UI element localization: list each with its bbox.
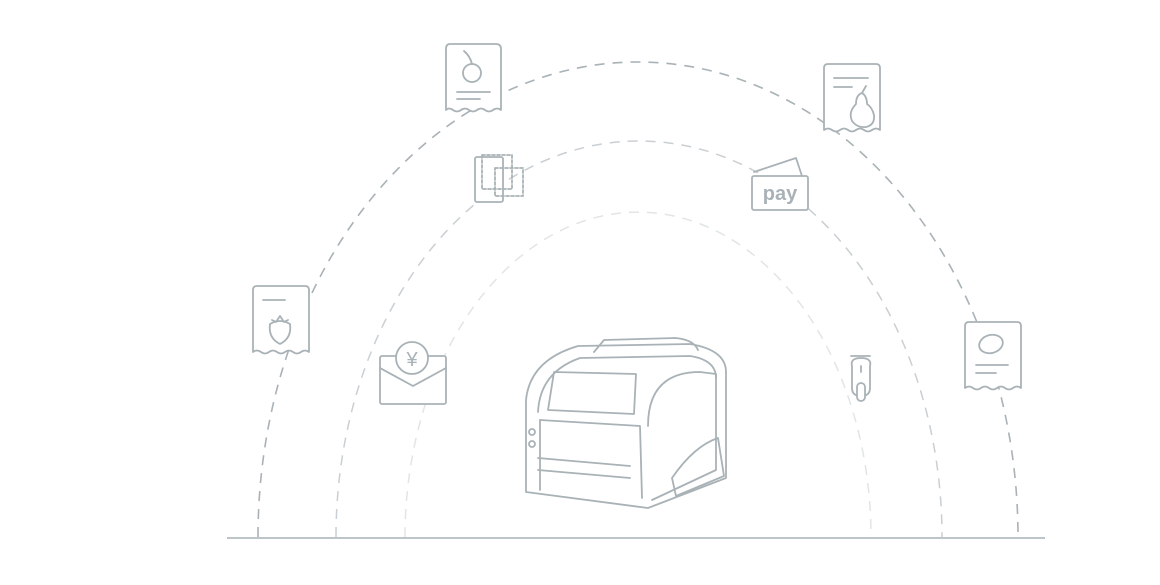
copy-documents-icon xyxy=(474,154,524,203)
inner-arc xyxy=(404,211,872,538)
receipt-strawberry-icon xyxy=(252,285,310,355)
receipt-lemon-icon xyxy=(964,321,1022,391)
outer-arc xyxy=(257,61,1019,538)
pay-label: pay xyxy=(763,183,798,205)
middle-arc xyxy=(335,140,943,538)
label-printer xyxy=(525,337,727,509)
scooter-icon xyxy=(850,355,872,402)
receipt-cherry-icon xyxy=(445,43,502,113)
pay-card-icon: pay xyxy=(751,157,809,211)
yen-envelope-icon: ¥ xyxy=(379,341,447,405)
currency-symbol: ¥ xyxy=(405,349,418,371)
receipt-pear-icon xyxy=(823,63,881,133)
